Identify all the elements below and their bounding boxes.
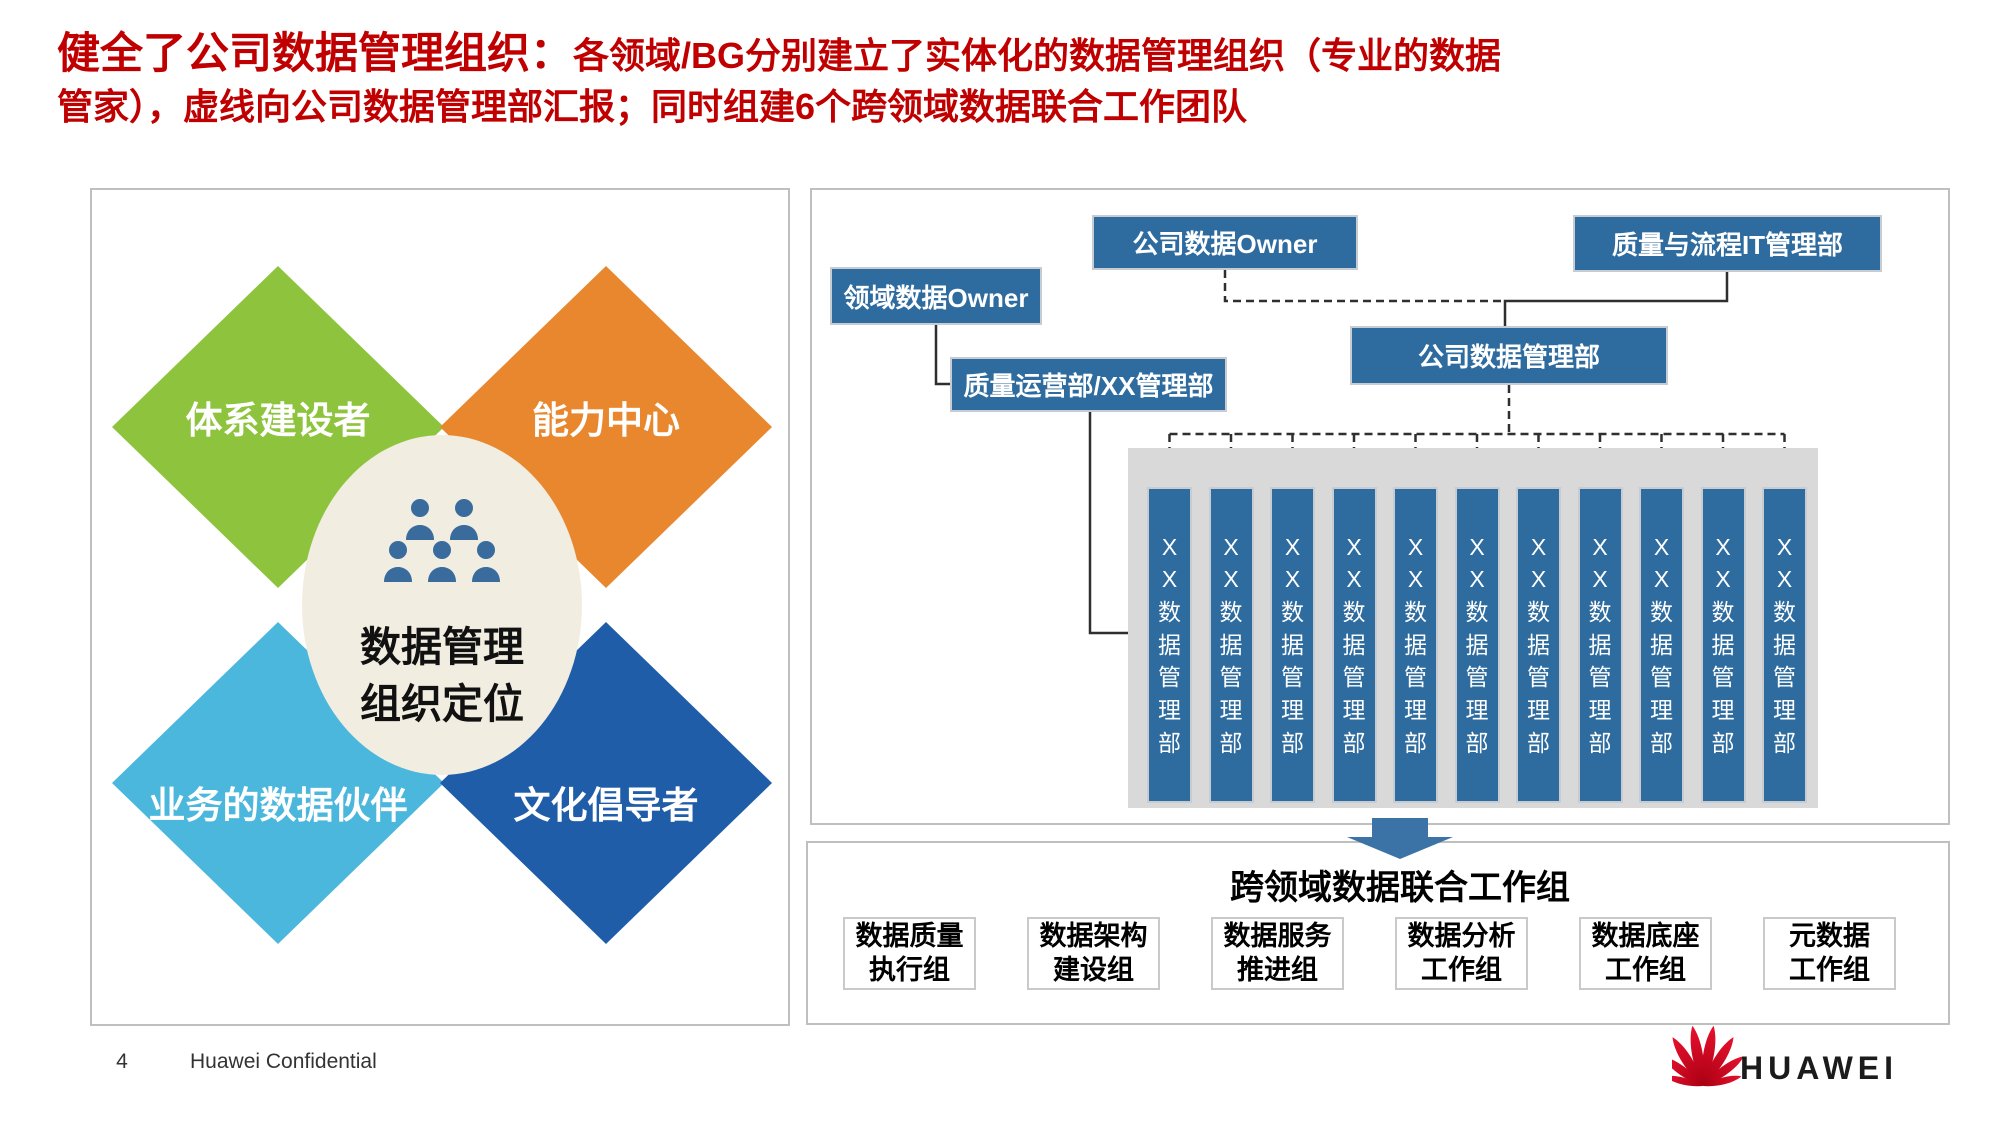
dept-bar-label: XX数据管理部: [1342, 533, 1366, 756]
dept-bar-label: XX数据管理部: [1403, 533, 1427, 756]
team-box-data-foundation: 数据底座 工作组: [1579, 917, 1712, 990]
dept-bar-label: XX数据管理部: [1711, 533, 1735, 756]
positioning-diagram: 体系建设者 能力中心 业务的数据伙伴 文化倡导者 数据管理 组织定位: [112, 266, 772, 944]
team-box-metadata: 元数据 工作组: [1763, 917, 1896, 990]
dept-bar-label: XX数据管理部: [1772, 533, 1796, 756]
team-box-data-service: 数据服务 推进组: [1211, 917, 1344, 990]
dept-bars-container: XX数据管理部 XX数据管理部 XX数据管理部 XX数据管理部 XX数据管理部 XX数据管…: [1128, 448, 1818, 808]
team-label: 执行组: [869, 954, 950, 985]
slide-title: 健全了公司数据管理组织：各领域/BG分别建立了实体化的数据管理组织（专业的数据管…: [57, 26, 1527, 130]
team-box-data-analysis: 数据分析 工作组: [1395, 917, 1528, 990]
team-label: 元数据: [1789, 920, 1870, 951]
team-box-data-architecture: 数据架构 建设组: [1027, 917, 1160, 990]
page-number: 4: [116, 1050, 128, 1073]
diamond-label-system-builder: 体系建设者: [186, 400, 371, 441]
box-quality-process-it: 质量与流程IT管理部: [1573, 215, 1882, 272]
dept-bar-label: XX数据管理部: [1588, 533, 1612, 756]
slide-title-rest: 各领域/BG分别建立了实体化的数据管理组织（专业的数据管家），虚线向公司数据管理…: [57, 35, 1502, 127]
diamond-label-capability-center: 能力中心: [532, 400, 680, 441]
center-text-line1: 数据管理: [360, 624, 524, 670]
box-company-data-owner: 公司数据Owner: [1092, 215, 1358, 270]
team-label: 数据架构: [1039, 920, 1148, 951]
dept-bar-label: XX数据管理部: [1649, 533, 1673, 756]
dept-bar-3: XX数据管理部: [1270, 487, 1315, 803]
team-label: 工作组: [1789, 954, 1870, 985]
huawei-logo-icon: HUAWEI: [1662, 1025, 1898, 1087]
joint-teams-title: 跨领域数据联合工作组: [1230, 869, 1570, 907]
dept-bar-2: XX数据管理部: [1208, 487, 1254, 803]
dept-bar-8: XX数据管理部: [1577, 487, 1623, 803]
huawei-wordmark: HUAWEI: [1740, 1050, 1898, 1086]
dept-bar-4: XX数据管理部: [1331, 487, 1377, 803]
positioning-panel: 体系建设者 能力中心 业务的数据伙伴 文化倡导者 数据管理 组织定位: [90, 188, 790, 1026]
joint-teams-panel: [806, 841, 1950, 1025]
center-text-line2: 组织定位: [360, 681, 524, 727]
huawei-logo: HUAWEI: [1662, 1024, 1912, 1109]
center-circle: [302, 435, 582, 775]
dept-bar-label: XX数据管理部: [1157, 533, 1181, 756]
team-label: 数据质量: [855, 920, 964, 951]
team-label: 工作组: [1421, 954, 1502, 985]
people-icon: [384, 499, 500, 582]
box-domain-data-owner: 领域数据Owner: [830, 267, 1042, 325]
confidential-label: Huawei Confidential: [190, 1050, 377, 1073]
huawei-flower-icon: [1662, 1025, 1744, 1087]
team-label: 建设组: [1053, 954, 1134, 985]
diamond-label-culture-advocate: 文化倡导者: [514, 785, 699, 826]
dept-bar-7: XX数据管理部: [1516, 487, 1561, 803]
slide-title-lead: 健全了公司数据管理组织：: [57, 30, 573, 78]
diamond-label-business-partner: 业务的数据伙伴: [149, 785, 408, 826]
team-box-data-quality: 数据质量 执行组: [843, 917, 976, 990]
dept-bar-11: XX数据管理部: [1762, 487, 1807, 803]
box-quality-ops: 质量运营部/XX管理部: [950, 357, 1227, 412]
dept-bar-6: XX数据管理部: [1454, 487, 1500, 803]
team-label: 数据服务: [1223, 920, 1332, 951]
box-company-data-mgmt: 公司数据管理部: [1350, 326, 1668, 385]
dept-bar-label: XX数据管理部: [1219, 533, 1243, 756]
dept-bar-label: XX数据管理部: [1280, 533, 1304, 756]
dept-bar-5: XX数据管理部: [1393, 487, 1438, 803]
dept-bar-1: XX数据管理部: [1147, 487, 1192, 803]
dept-bar-10: XX数据管理部: [1700, 487, 1746, 803]
team-label: 工作组: [1605, 954, 1686, 985]
team-label: 推进组: [1237, 954, 1318, 985]
team-label: 数据分析: [1407, 920, 1516, 951]
dept-bar-label: XX数据管理部: [1526, 533, 1550, 756]
dept-bar-label: XX数据管理部: [1465, 533, 1489, 756]
team-label: 数据底座: [1591, 920, 1700, 951]
dept-bar-9: XX数据管理部: [1639, 487, 1684, 803]
